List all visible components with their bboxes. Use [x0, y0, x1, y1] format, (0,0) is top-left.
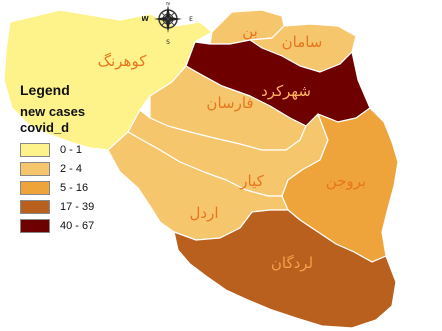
region-label-kouhrang: کوهرنگ — [98, 52, 148, 70]
compass-w: W — [142, 15, 149, 23]
legend-item-label: 17 - 39 — [60, 200, 95, 213]
legend-item-label: 2 - 4 — [60, 162, 83, 175]
legend-swatch — [20, 142, 50, 157]
region-label-lordegan: لردگان — [271, 254, 313, 272]
region-label-ben: بن — [242, 22, 258, 40]
legend-swatch — [20, 161, 50, 176]
legend-item-label: 0 - 1 — [60, 143, 83, 156]
legend-swatch — [20, 180, 50, 195]
legend-title: Legend — [20, 82, 70, 98]
legend-item-label: 40 - 67 — [60, 219, 95, 232]
legend-item-label: 5 - 16 — [60, 181, 89, 194]
region-label-ardal: اردل — [190, 204, 219, 222]
legend-item: 2 - 4 — [20, 159, 94, 178]
map-legend: Legend new cases covid_d 0 - 1 2 - 4 5 -… — [20, 82, 94, 235]
region-label-boroujen: بروجن — [326, 172, 366, 190]
region-label-shahrekord: شهرکرد — [261, 82, 311, 100]
legend-item: 0 - 1 — [20, 140, 94, 159]
legend-item: 40 - 67 — [20, 216, 94, 235]
compass-s: S — [166, 39, 170, 46]
region-label-kiar: کیار — [239, 172, 264, 190]
legend-swatch — [20, 199, 50, 214]
region-label-saman: سامان — [282, 33, 323, 51]
legend-item: 5 - 16 — [20, 178, 94, 197]
legend-field: covid_d — [20, 120, 70, 135]
compass-n: N — [166, 2, 170, 7]
legend-swatch — [20, 218, 50, 233]
region-lordegan[interactable] — [173, 209, 397, 329]
compass-e: E — [189, 16, 193, 23]
legend-subtitle: new cases — [20, 104, 86, 119]
region-label-farsan: فارسان — [206, 94, 253, 112]
legend-item: 17 - 39 — [20, 197, 94, 216]
